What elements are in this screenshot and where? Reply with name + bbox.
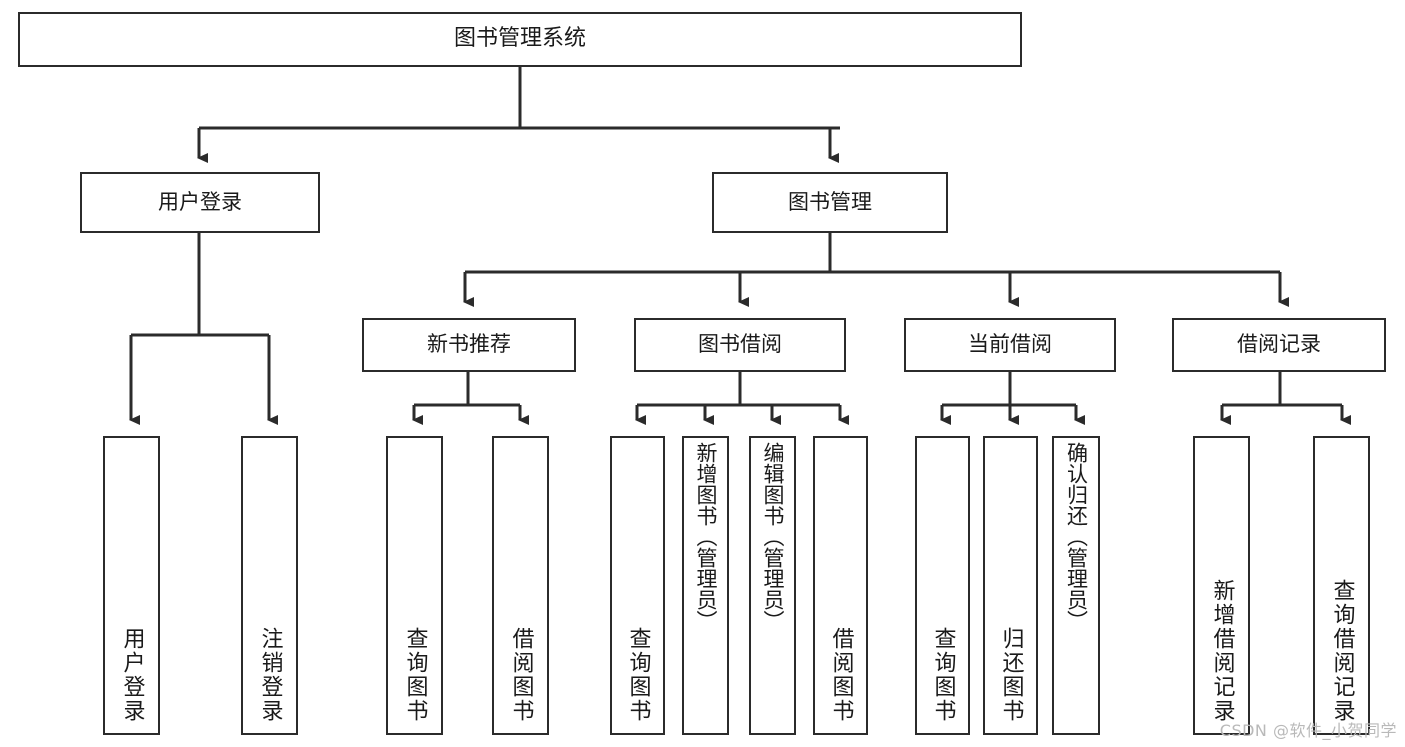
node-label: 图书借阅 — [698, 332, 782, 357]
node-borrow-record[interactable]: 借阅记录 — [1172, 318, 1386, 372]
node-book-borrow[interactable]: 图书借阅 — [634, 318, 846, 372]
node-new-book-recommend[interactable]: 新书推荐 — [362, 318, 576, 372]
node-label: 当前借阅 — [968, 332, 1052, 357]
node-label: 借阅图书 — [828, 627, 854, 723]
node-label: 查询借阅记录 — [1329, 579, 1355, 723]
node-leaf-user-login[interactable]: 用户登录 — [103, 436, 160, 735]
node-label: 用户登录 — [119, 627, 145, 723]
csdn-watermark: CSDN @软件_小贺同学 — [1219, 721, 1397, 740]
node-leaf-query-book-new[interactable]: 查询图书 — [386, 436, 443, 735]
node-leaf-borrow-book-new[interactable]: 借阅图书 — [492, 436, 549, 735]
node-leaf-query-borrow-record[interactable]: 查询借阅记录 — [1313, 436, 1370, 735]
node-label: 查询图书 — [625, 627, 651, 723]
node-leaf-add-borrow-record[interactable]: 新增借阅记录 — [1193, 436, 1250, 735]
node-label: 新书推荐 — [427, 332, 511, 357]
node-label: 注销登录 — [257, 627, 283, 723]
node-label: 借阅记录 — [1237, 332, 1321, 357]
node-label: 新增图书（管理员） — [694, 442, 718, 631]
node-current-borrow[interactable]: 当前借阅 — [904, 318, 1116, 372]
node-leaf-borrow-book[interactable]: 借阅图书 — [813, 436, 868, 735]
node-label: 查询图书 — [402, 627, 428, 723]
node-label: 查询图书 — [930, 627, 956, 723]
node-label: 图书管理 — [788, 189, 872, 214]
node-leaf-query-book-current[interactable]: 查询图书 — [915, 436, 970, 735]
node-leaf-edit-book-admin[interactable]: 编辑图书（管理员） — [749, 436, 796, 735]
node-label: 确认归还（管理员） — [1064, 442, 1089, 631]
node-book-management[interactable]: 图书管理 — [712, 172, 948, 233]
node-leaf-query-book-borrow[interactable]: 查询图书 — [610, 436, 665, 735]
node-root-system[interactable]: 图书管理系统 — [18, 12, 1022, 67]
node-label: 用户登录 — [158, 189, 242, 214]
node-leaf-logout[interactable]: 注销登录 — [241, 436, 298, 735]
node-label: 归还图书 — [998, 627, 1024, 723]
node-user-login[interactable]: 用户登录 — [80, 172, 320, 233]
node-leaf-return-book[interactable]: 归还图书 — [983, 436, 1038, 735]
node-label: 编辑图书（管理员） — [761, 442, 785, 631]
node-leaf-confirm-return-admin[interactable]: 确认归还（管理员） — [1052, 436, 1100, 735]
node-label: 新增借阅记录 — [1209, 579, 1235, 723]
node-leaf-add-book-admin[interactable]: 新增图书（管理员） — [682, 436, 729, 735]
node-label: 图书管理系统 — [453, 26, 586, 52]
node-label: 借阅图书 — [508, 627, 534, 723]
